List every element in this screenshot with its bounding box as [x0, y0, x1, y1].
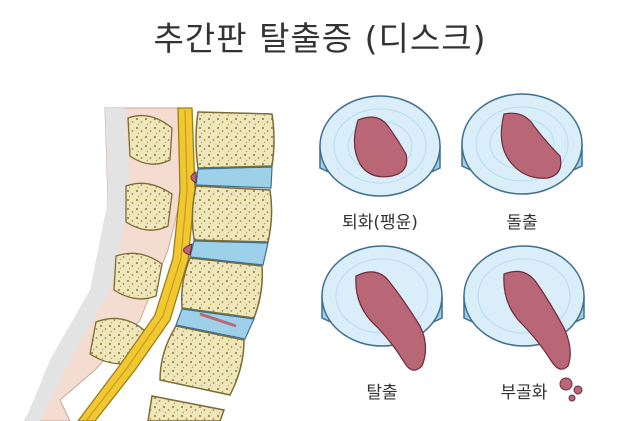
vertebra: [195, 111, 275, 169]
disc-bulge: [190, 171, 197, 184]
stage-label-protrusion: 돌출: [506, 213, 538, 233]
disc: [189, 240, 269, 266]
vertebra: [159, 325, 245, 396]
disc-sequestration: [463, 245, 585, 402]
nucleus: [355, 271, 427, 371]
nucleus: [500, 112, 562, 179]
skin-shadow: [25, 108, 130, 421]
spinous-process: [113, 252, 163, 300]
vertebra: [180, 257, 264, 319]
disc-degeneration: [319, 95, 441, 197]
nucleus: [503, 270, 571, 370]
page-title: 추간판 탈출증 (디스크): [153, 19, 487, 58]
vertebra: [191, 185, 273, 243]
disc: [195, 166, 273, 189]
disc-herniation: [183, 243, 193, 256]
sequestered-fragment: [573, 385, 583, 395]
disc-protrusion: [461, 93, 583, 195]
stage-label-degeneration: 퇴화(팽윤): [342, 213, 418, 233]
spinous-process: [125, 182, 173, 231]
sequestered-fragment: [568, 394, 576, 402]
nucleus: [353, 116, 408, 178]
disc: [175, 308, 255, 340]
disc-nucleus: [199, 312, 237, 328]
sacrum: [147, 395, 226, 421]
spinal-cord-line: [85, 109, 188, 421]
stage-label-extrusion: 탈출: [366, 383, 398, 403]
disc-extrusion: [321, 245, 443, 371]
sequestered-fragment: [559, 377, 573, 391]
spinous-process: [127, 114, 173, 165]
stage-label-sequestration: 부골화: [500, 383, 548, 403]
